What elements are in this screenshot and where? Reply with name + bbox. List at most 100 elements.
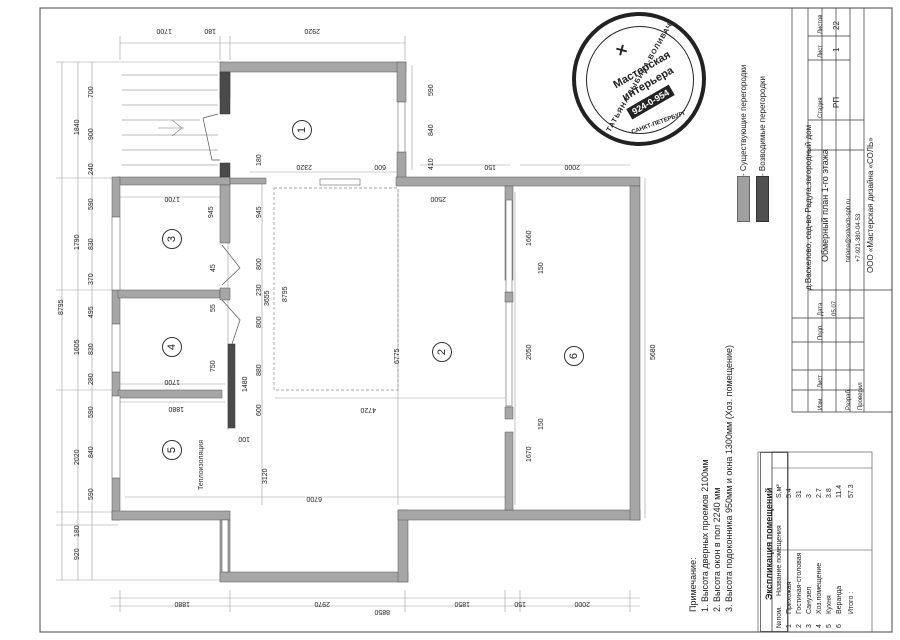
room-marker-3: 3 <box>162 229 182 249</box>
dim-left-inner-10: 590 <box>88 406 95 418</box>
dim-left-inner-1: 700 <box>88 86 95 98</box>
new-walls <box>219 71 236 429</box>
explication-row-num: 1 <box>786 624 793 628</box>
tb-phone: +7-921-380-04-53 <box>856 213 862 262</box>
tb-sheet-label: Лист <box>818 44 824 58</box>
dim-left-mid-3: 1605 <box>74 339 81 355</box>
dim-left-inner-9: 280 <box>88 373 95 385</box>
explication-row-num: 5 <box>826 624 833 628</box>
dim-inner-2320: 2320 <box>296 163 312 170</box>
explication-row-area: 2.7 <box>816 488 823 498</box>
windows <box>111 101 513 573</box>
dim-inner-840: 840 <box>428 124 435 136</box>
dim-inner-150: 150 <box>484 163 496 170</box>
dim-inner-6775: 6775 <box>394 348 401 364</box>
dim-inner-150-a: 150 <box>538 262 545 274</box>
dim-inner-100: 100 <box>238 435 250 442</box>
tb-developed-label: Разраб. <box>846 388 852 410</box>
dim-top-2: 180 <box>204 27 216 34</box>
tb-list-label: Лист <box>818 374 824 388</box>
sheet-frame <box>39 7 893 633</box>
dim-bottom-2: 2970 <box>314 600 330 607</box>
stairs <box>122 74 218 166</box>
dim-inner-1670: 1670 <box>526 446 533 462</box>
dimension-lines <box>56 36 646 612</box>
room-marker-6: 6 <box>564 346 584 366</box>
dim-inner-945-b: 945 <box>256 206 263 218</box>
dim-inner-600-b: 600 <box>256 404 263 416</box>
dim-inner-590: 590 <box>428 84 435 96</box>
dim-inner-1660: 1660 <box>526 230 533 246</box>
legend-new-label: - Возводимые перегородки <box>758 76 767 176</box>
tb-company: ООО «Мастерская дизайна «СОЛЬ» <box>866 137 875 273</box>
dim-left-inner-3: 240 <box>88 163 95 175</box>
explication-row-name: Санузел <box>806 586 813 614</box>
dim-bottom-1: 1880 <box>174 600 190 607</box>
explication-row-area: 3.8 <box>826 488 833 498</box>
dim-top-1: 1700 <box>156 27 172 34</box>
dim-inner-230: 230 <box>256 284 263 296</box>
explication-row-num: 3 <box>806 624 813 628</box>
notes-line-3: 3. Высота подоконника 950мм и окна 1300м… <box>724 344 734 612</box>
dim-inner-4720: 4720 <box>360 406 376 413</box>
dim-left-mid-6: 920 <box>74 548 81 560</box>
room-marker-5: 5 <box>162 440 182 460</box>
tb-sign-label: Подп. <box>818 324 824 340</box>
legend-swatch-new <box>756 176 769 222</box>
tb-sheets-label: Листов <box>818 14 824 35</box>
explication-row-area: 3 <box>806 494 813 498</box>
explication-row-area: 31 <box>796 490 803 498</box>
dim-inner-45: 45 <box>210 264 217 272</box>
tb-sheets: 22 <box>832 21 841 30</box>
dim-left-inner-4: 590 <box>88 198 95 210</box>
dim-inner-3120: 3120 <box>262 468 269 484</box>
dim-inner-1880: 1880 <box>168 405 184 412</box>
explication-row-num: 4 <box>816 624 823 628</box>
dim-left-inner-6: 370 <box>88 273 95 285</box>
dim-inner-945-a: 945 <box>208 206 215 218</box>
dim-inner-2000: 2000 <box>564 163 580 170</box>
tb-date-label: Дата <box>818 302 824 316</box>
dim-inner-180: 180 <box>256 154 263 166</box>
dim-left-outer: 8795 <box>58 299 65 315</box>
dim-inner-1480: 1480 <box>242 376 249 392</box>
explication-row-num: 2 <box>796 624 803 628</box>
doors <box>202 113 241 345</box>
explication-row-num: 6 <box>836 624 843 628</box>
explication-row-name: Кухня <box>826 595 833 614</box>
dim-inner-800-b: 800 <box>256 316 263 328</box>
dim-inner-600: 600 <box>374 163 386 170</box>
tb-stage-label: Стадия <box>818 97 824 118</box>
dim-inner-880: 880 <box>256 364 263 376</box>
dashed-zone <box>273 187 399 391</box>
room-marker-4: 4 <box>162 337 182 357</box>
dim-left-mid-2: 1790 <box>74 234 81 250</box>
tb-location: д.Васкелово, сад-во Радуга,загородный до… <box>804 124 813 290</box>
room-marker-1: 1 <box>292 120 312 140</box>
dim-inner-150-b: 150 <box>538 418 545 430</box>
explication-total-label: Итого : <box>848 591 855 614</box>
notes-line-1: 1. Высота дверных проемов 2100мм <box>700 459 710 612</box>
dim-left-inner-12: 590 <box>88 488 95 500</box>
designer-stamp: ТАТЬЯНА ЗЫБИНА-ВОЛИВАЧ ✕ Мастерская инте… <box>572 12 706 146</box>
tb-email: tatiana@solvach-spb.ru <box>846 198 852 262</box>
dim-inner-3655: 3655 <box>264 290 271 306</box>
dim-inner-410: 410 <box>428 158 435 170</box>
dim-inner-8795: 8795 <box>282 286 289 302</box>
dim-bottom-4: 150 <box>514 600 526 607</box>
explication-header-num: №пом. <box>776 606 783 628</box>
notes-line-2: 2. Высота окон в пол 2240 мм <box>712 487 722 612</box>
explication-row-name: Прихожая <box>786 581 793 614</box>
dim-inner-2050: 2050 <box>526 344 533 360</box>
legend-swatch-existing <box>737 176 750 222</box>
dim-inner-2500: 2500 <box>430 195 446 202</box>
dim-inner-6700: 6700 <box>306 495 322 502</box>
dim-top-3: 2920 <box>304 27 320 34</box>
tb-date: 05.07 <box>832 300 838 316</box>
existing-walls <box>111 61 641 583</box>
dim-inner-800-a: 800 <box>256 258 263 270</box>
legend-existing-label: - Существующие перегородки <box>739 64 748 176</box>
tb-stage: РП <box>832 96 841 108</box>
explication-row-name: Гостиная-столовая <box>796 552 803 614</box>
